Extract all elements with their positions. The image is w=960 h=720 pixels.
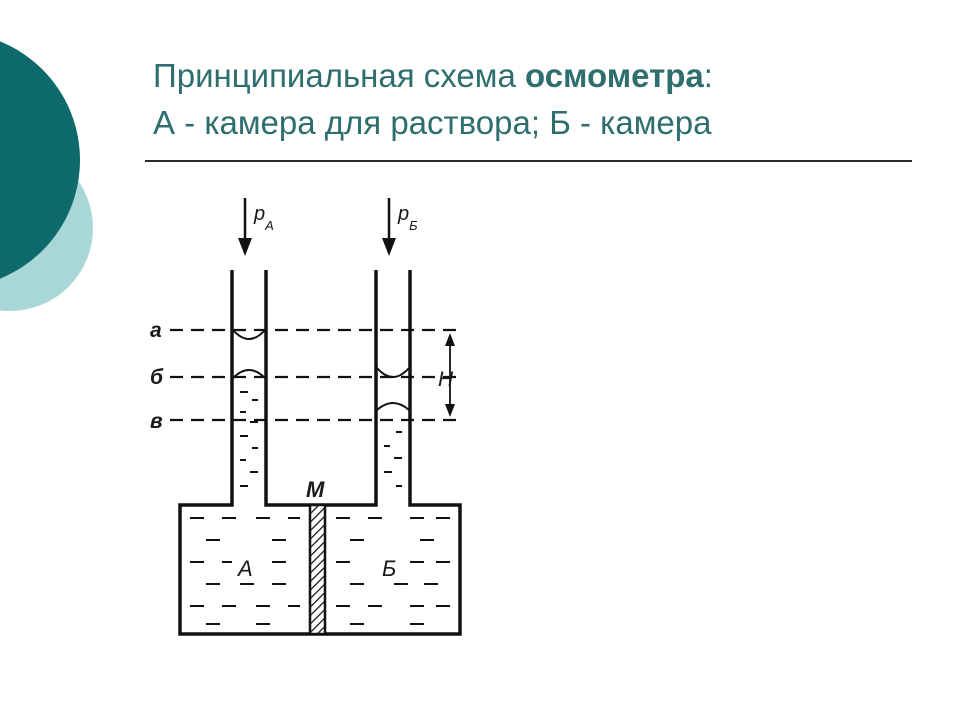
pressure-arrow-a <box>238 198 252 256</box>
pressure-a-label: pА <box>253 203 274 233</box>
title-divider <box>145 160 912 162</box>
title-line-1: Принципиальная схема осмометра: <box>153 52 923 99</box>
height-label: H <box>438 368 454 391</box>
pressure-b-label: pБ <box>397 203 418 233</box>
level-a-label: а <box>150 319 162 342</box>
title-text-bold: осмометра <box>524 57 704 94</box>
meniscus-b-lower <box>376 402 410 411</box>
corner-decoration <box>0 41 93 311</box>
chamber-a-label: А <box>236 556 253 581</box>
chamber-b-label: Б <box>382 556 396 581</box>
meniscus-a-lower <box>232 369 266 379</box>
level-c-label: в <box>150 410 163 433</box>
dark-circle-shape <box>0 41 80 279</box>
title-line-2: А - камера для раствора; Б - камера <box>153 104 712 141</box>
membrane-label: М <box>306 477 325 502</box>
title-text-pre: Принципиальная схема <box>153 57 525 94</box>
height-dimension <box>445 333 455 417</box>
membrane <box>308 503 327 636</box>
level-b-label: б <box>150 366 164 389</box>
slide-title: Принципиальная схема осмометра: А - каме… <box>153 52 923 146</box>
pressure-arrow-b <box>382 198 396 256</box>
chamber-liquid-dashes <box>190 517 450 625</box>
reference-level-lines <box>170 328 460 422</box>
title-text-post: : <box>703 57 713 94</box>
meniscus-b-upper <box>376 367 410 378</box>
meniscus-a-upper <box>232 329 266 340</box>
